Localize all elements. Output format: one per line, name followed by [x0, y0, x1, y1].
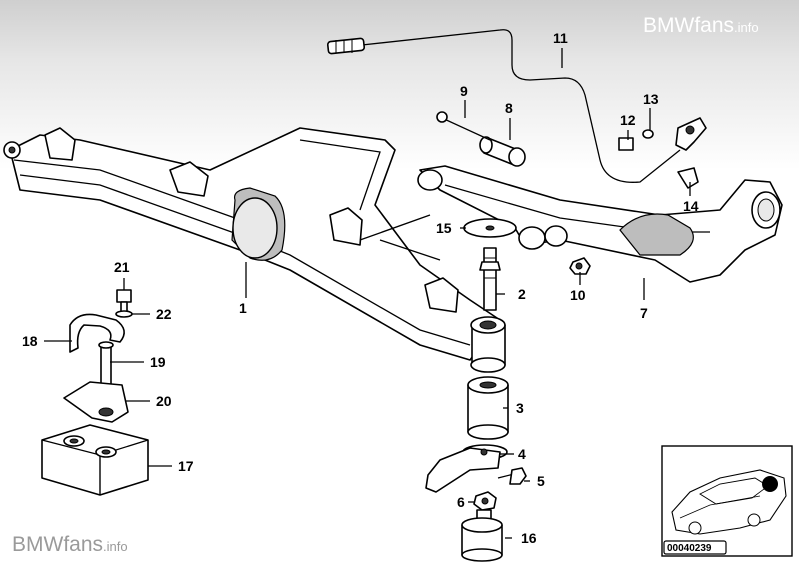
- hex-nut: [473, 491, 497, 511]
- callout-3: 3: [516, 400, 524, 416]
- callout-18: 18: [22, 333, 38, 349]
- callout-22: 22: [156, 306, 172, 322]
- callout-21: 21: [114, 259, 130, 275]
- hex-bolt: [497, 467, 527, 485]
- rubber-mount: [436, 111, 526, 167]
- callout-4: 4: [518, 446, 526, 462]
- speed-sensor: [618, 117, 707, 151]
- self-locking-nut: [569, 257, 591, 275]
- callout-6: 6: [457, 494, 465, 510]
- callout-1: 1: [239, 300, 247, 316]
- callout-10: 10: [570, 287, 586, 303]
- callout-7: 7: [640, 305, 648, 321]
- cable-clip: [677, 167, 699, 189]
- bolt-19: [98, 341, 114, 386]
- carrier-rubber-mount: [470, 316, 506, 373]
- callout-labels: 1 2 3 4 5 6 7 8 9 10 11 12 13 14 15 16 1…: [22, 30, 699, 546]
- callout-20: 20: [156, 393, 172, 409]
- callout-8: 8: [505, 100, 513, 116]
- stop-buffer: [461, 509, 503, 562]
- bracket-20: [63, 381, 129, 423]
- callout-9: 9: [460, 83, 468, 99]
- stud-bolt: [479, 247, 501, 311]
- clamp-18: [69, 313, 125, 353]
- support-bracket: [425, 444, 508, 493]
- rear-axle-carrier: [3, 127, 501, 361]
- callout-13: 13: [643, 91, 659, 107]
- washer-22: [115, 310, 133, 318]
- callout-2: 2: [518, 286, 526, 302]
- callout-19: 19: [150, 354, 166, 370]
- leader-lines: [44, 48, 691, 539]
- callout-17: 17: [178, 458, 194, 474]
- diagram-number: 00040239: [667, 543, 712, 554]
- speed-sensor-cable: [326, 29, 681, 183]
- callout-16: 16: [521, 530, 537, 546]
- watermark-bottom: BMWfans.info: [12, 533, 128, 556]
- washer: [463, 218, 517, 238]
- trailing-arm: [417, 165, 783, 283]
- callout-11: 11: [553, 30, 568, 46]
- callout-14: 14: [683, 198, 699, 214]
- rubber-buffer: [467, 376, 509, 440]
- callout-15: 15: [436, 220, 452, 236]
- callout-5: 5: [537, 473, 545, 489]
- callout-12: 12: [620, 112, 636, 128]
- car-location-inset: 00040239: [661, 445, 793, 557]
- watermark-top: BMWfans.info: [643, 14, 759, 37]
- screw-21: [116, 289, 132, 313]
- rubber-block-17: [41, 424, 149, 496]
